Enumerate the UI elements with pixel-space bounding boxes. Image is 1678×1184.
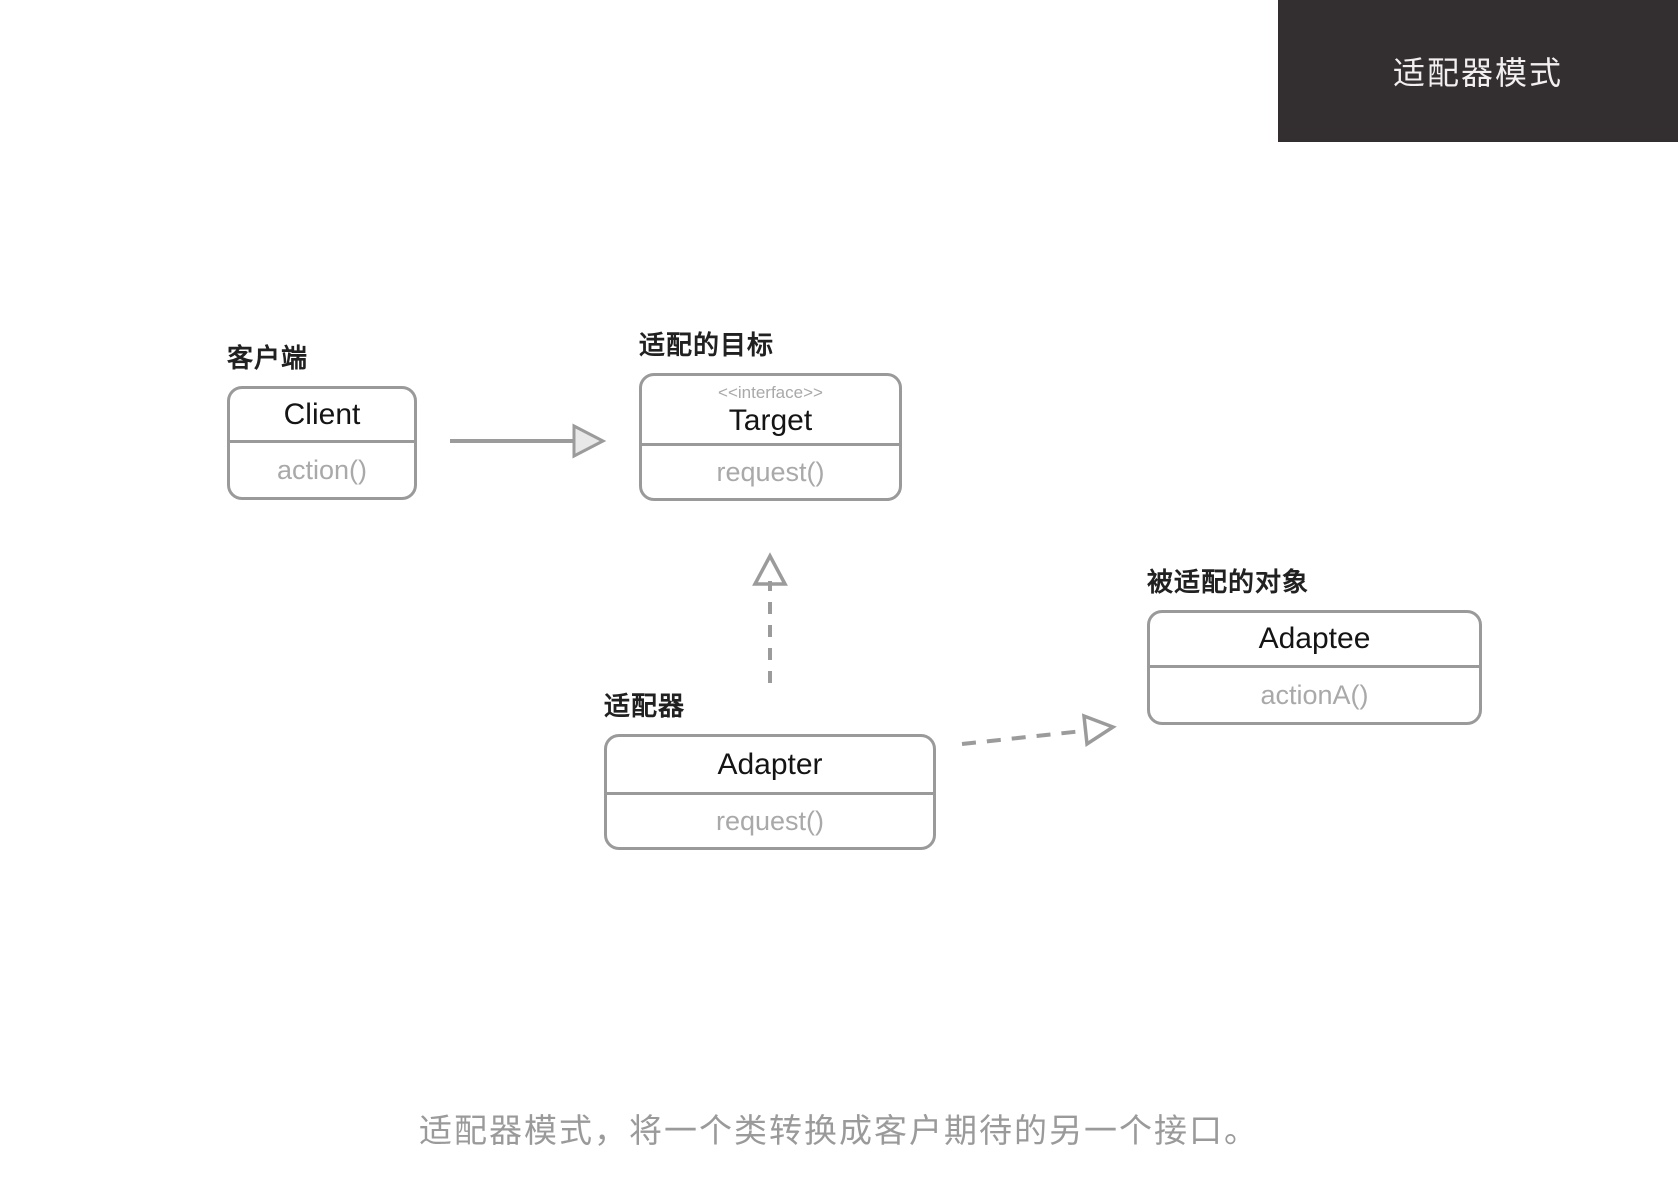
target-method: request() xyxy=(716,456,825,487)
arrow-client-to-target xyxy=(450,423,607,459)
adaptee-method-compartment: actionA() xyxy=(1150,668,1479,722)
slide-caption: 适配器模式，将一个类转换成客户期待的另一个接口。 xyxy=(419,1112,1259,1149)
adapter-name-compartment: Adapter xyxy=(607,737,933,795)
adapter-method: request() xyxy=(715,805,825,836)
arrowhead-icon xyxy=(572,423,607,459)
client-method-compartment: action() xyxy=(230,443,414,497)
adaptee-class-name: Adaptee xyxy=(1258,622,1371,655)
client-class-name: Client xyxy=(283,397,361,431)
dashed-arrow-adapter-to-adaptee xyxy=(961,713,1117,748)
adapter-label: 适配器 xyxy=(604,691,686,721)
target-name-compartment: <<interface>> Target xyxy=(642,376,899,446)
target-box: <<interface>> Target request() xyxy=(639,373,902,501)
adaptee-box: Adaptee actionA() xyxy=(1147,610,1482,725)
client-label: 客户端 xyxy=(227,343,309,373)
client-name-compartment: Client xyxy=(230,389,414,443)
adaptee-name-compartment: Adaptee xyxy=(1150,613,1479,668)
slide-header: 适配器模式 xyxy=(1278,0,1678,142)
client-class: 客户端 Client action() xyxy=(227,343,417,500)
adaptee-class: 被适配的对象 Adaptee actionA() xyxy=(1147,567,1482,725)
target-class-name: Target xyxy=(728,403,813,437)
client-box: Client action() xyxy=(227,386,417,500)
hollow-triangle-icon xyxy=(1081,713,1117,748)
adapter-class: 适配器 Adapter request() xyxy=(604,691,936,850)
adaptee-method: actionA() xyxy=(1260,679,1369,710)
adaptee-label: 被适配的对象 xyxy=(1147,567,1310,597)
hollow-triangle-icon xyxy=(752,552,788,586)
target-label: 适配的目标 xyxy=(639,330,775,360)
client-method: action() xyxy=(276,454,368,485)
target-method-compartment: request() xyxy=(642,446,899,498)
target-class: 适配的目标 <<interface>> Target request() xyxy=(639,330,902,501)
dashed-arrow-adapter-to-target xyxy=(752,552,788,684)
adapter-class-name: Adapter xyxy=(717,747,823,781)
target-stereotype: <<interface>> xyxy=(718,382,823,402)
adapter-method-compartment: request() xyxy=(607,795,933,847)
adapter-box: Adapter request() xyxy=(604,734,936,850)
slide-title: 适配器模式 xyxy=(1392,55,1563,91)
